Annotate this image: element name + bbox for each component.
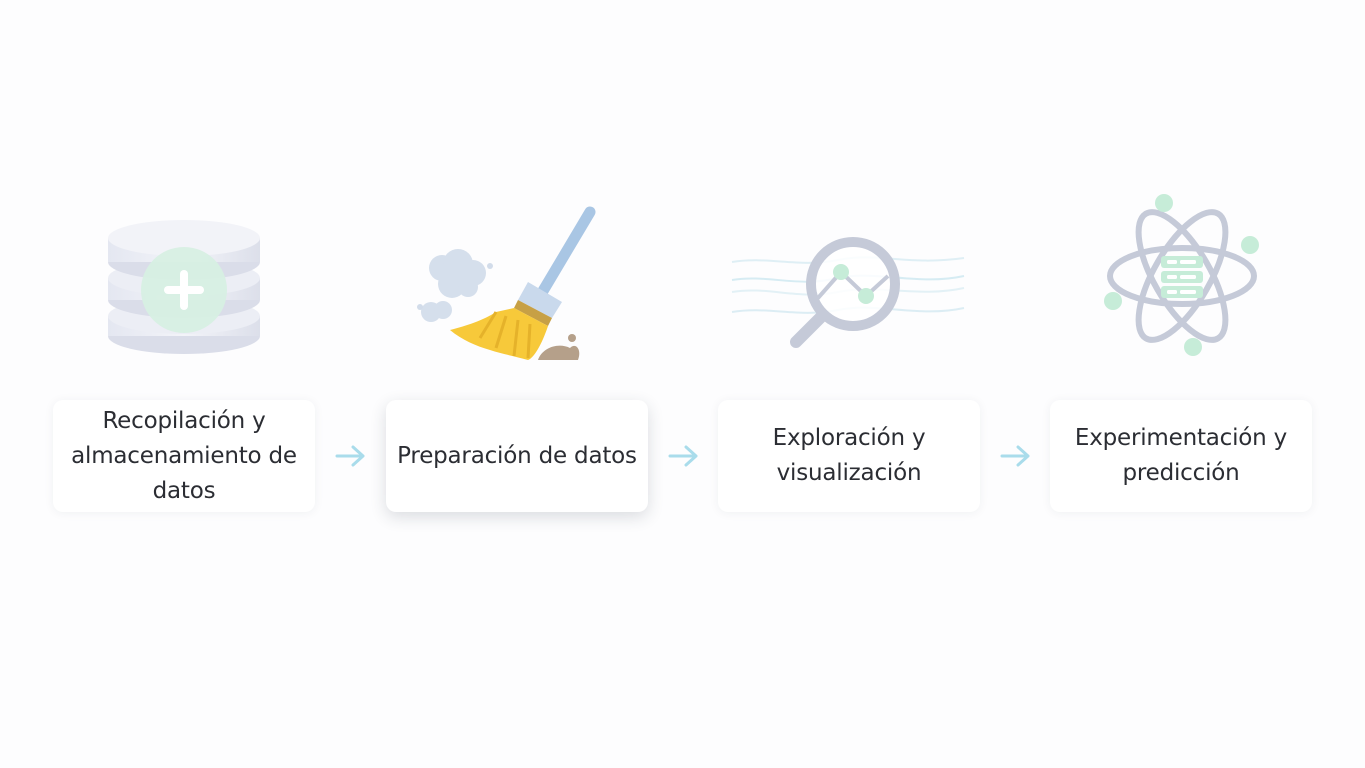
arrow-right-icon <box>1000 445 1030 467</box>
step-label: Recopilación y almacenamiento de datos <box>71 407 297 504</box>
step-card-experiment: Experimentación y predicción <box>1050 400 1312 512</box>
arrow-right-icon <box>668 445 698 467</box>
step-label: Preparación de datos <box>397 442 637 469</box>
magnifier-chart-icon <box>731 237 965 348</box>
database-plus-icon <box>108 220 260 354</box>
step-card-prepare: Preparación de datos <box>386 400 648 512</box>
step-card-explore: Exploración y visualización <box>718 400 980 512</box>
step-card-collect: Recopilación y almacenamiento de datos <box>53 400 315 512</box>
arrow-right-icon <box>335 445 365 467</box>
step-label: Experimentación y predicción <box>1074 425 1288 486</box>
step-label: Exploración y visualización <box>772 425 926 486</box>
broom-icon <box>417 206 596 360</box>
atom-server-icon <box>1104 194 1259 356</box>
